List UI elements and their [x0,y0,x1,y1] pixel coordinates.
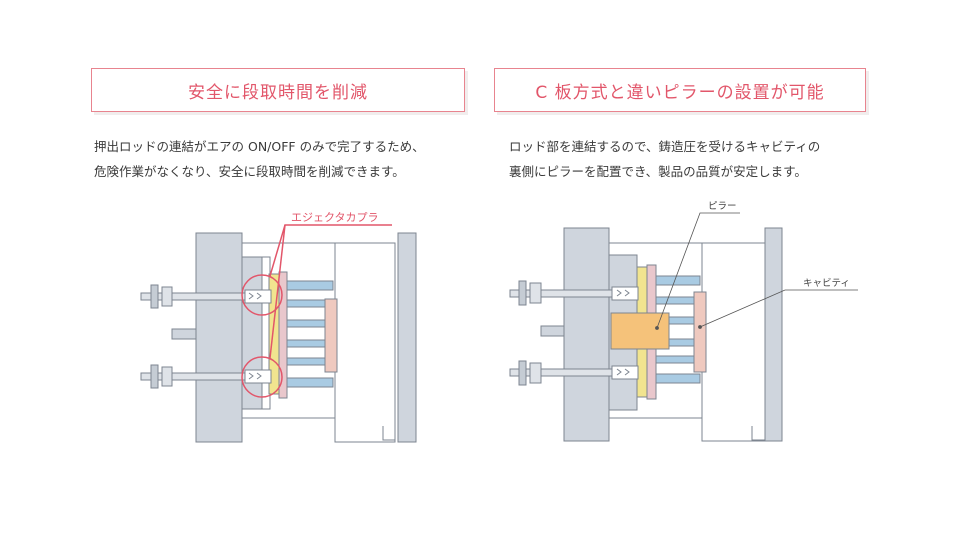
left-upper-coupler-detail [248,292,262,300]
left-pillar-3 [286,319,326,328]
cavity-leader-dot [698,325,702,329]
right-fixed-side-outline [701,242,766,442]
right-center-pillar [610,312,670,350]
left-fixed-corner [382,426,395,441]
right-lower-nut [518,360,527,386]
right-cross-bar [540,325,565,337]
left-pillar-6 [286,377,334,388]
left-desc-line-1: 押出ロッドの連結がエアの ON/OFF のみで完了するため、 [94,139,425,154]
left-pillar-2 [286,299,326,308]
right-pillar-6 [655,373,701,384]
right-moving-platen [563,227,610,442]
pillar-label: ピラー [708,201,737,212]
left-title-text: 安全に段取時間を削減 [188,82,368,103]
right-desc-line-2: 裏側にピラーを配置でき、製品の品質が安定します。 [509,164,807,179]
right-lower-collar [529,362,542,384]
left-lower-coupler-detail [248,372,262,380]
right-upper-coupler [611,286,639,301]
left-moving-platen [195,232,243,443]
pillar-leader-dot [655,326,659,330]
right-leaders [655,212,858,330]
cavity-label: キャビティ [803,278,850,289]
left-panel-title: 安全に段取時間を削減 [91,68,465,112]
left-upper-nut [150,284,159,309]
left-lower-coupler-highlight [241,356,283,398]
left-lower-coupler [244,369,272,384]
right-lower-coupler [611,365,639,380]
right-pillar-5 [655,355,695,364]
right-lower-coupler-detail [616,368,630,376]
left-callout [241,224,392,398]
left-upper-coupler-highlight [241,274,283,316]
left-cross-bar [171,328,197,340]
left-pink-plate [278,271,288,399]
left-callout-label: エジェクタカプラ [291,211,379,224]
pillar-leader [656,212,740,329]
left-description: 押出ロッドの連結がエアの ON/OFF のみで完了するため、 危険作業がなくなり… [94,134,425,184]
left-cavity-plate [324,298,338,373]
left-upper-coupler [244,289,272,304]
left-fixed-platen [397,232,417,443]
right-pillar-2 [655,296,695,305]
right-machine-diagram [509,227,783,442]
right-fixed-corner [751,426,765,441]
left-machine-diagram [140,232,417,443]
left-pillar-1 [286,280,334,291]
left-pillar-4 [286,339,326,348]
left-callout-leader-2 [269,224,286,359]
right-title-text: C 板方式と違いピラーの設置が可能 [535,82,825,103]
left-lower-collar [161,366,173,387]
right-pillar-1 [655,275,701,286]
right-description: ロッド部を連結するので、鋳造圧を受けるキャビティの 裏側にピラーを配置でき、製品… [509,134,820,184]
left-upper-collar [161,286,173,307]
right-fixed-platen [764,227,783,442]
right-desc-line-1: ロッド部を連結するので、鋳造圧を受けるキャビティの [509,139,821,154]
left-pillar-5 [286,357,326,366]
left-fixed-side-outline [334,242,396,443]
right-upper-nut [518,280,527,306]
right-upper-collar [529,282,542,304]
right-panel-title: C 板方式と違いピラーの設置が可能 [494,68,866,112]
cavity-leader [699,289,858,328]
right-upper-coupler-detail [616,289,630,297]
right-cavity-plate [693,291,707,373]
left-desc-line-2: 危険作業がなくなり、安全に段取時間を削減できます。 [94,164,405,179]
left-lower-nut [150,364,159,389]
